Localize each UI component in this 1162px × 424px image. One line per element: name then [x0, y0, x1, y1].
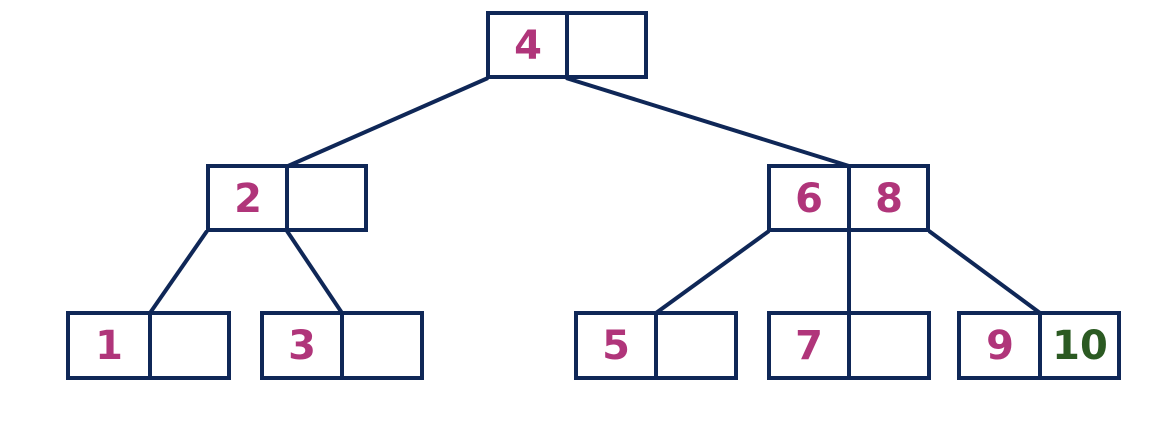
- edge-node2-to-leaf1: [148, 229, 209, 315]
- tree-edges: [148, 76, 1042, 315]
- tree-node-level1-right: 6 8: [767, 164, 930, 232]
- node-key: 4: [514, 23, 542, 69]
- edge-node2-to-leaf3: [285, 229, 344, 315]
- node-key: 2: [234, 176, 262, 222]
- node-key: 3: [288, 323, 316, 369]
- tree-leaf-3: 5: [574, 311, 738, 380]
- edge-root-to-node68: [565, 76, 850, 168]
- edge-root-to-node2: [287, 76, 489, 168]
- edge-node68-to-leaf5: [654, 229, 771, 315]
- node-key-new: 10: [1052, 323, 1108, 369]
- tree-leaf-4: 7: [767, 311, 931, 380]
- node-key: 8: [875, 176, 903, 222]
- tree-node-level1-left: 2: [206, 164, 368, 232]
- node-key: 6: [795, 176, 823, 222]
- tree-leaf-5: 9 10: [957, 311, 1121, 380]
- tree-leaf-2: 3: [260, 311, 424, 380]
- node-key: 5: [602, 323, 630, 369]
- node-key: 9: [986, 323, 1014, 369]
- tree-leaf-1: 1: [66, 311, 231, 380]
- node-key: 7: [795, 323, 823, 369]
- node-key: 1: [95, 323, 123, 369]
- edge-node68-to-leaf910: [927, 229, 1042, 315]
- tree-node-root: 4: [486, 11, 648, 79]
